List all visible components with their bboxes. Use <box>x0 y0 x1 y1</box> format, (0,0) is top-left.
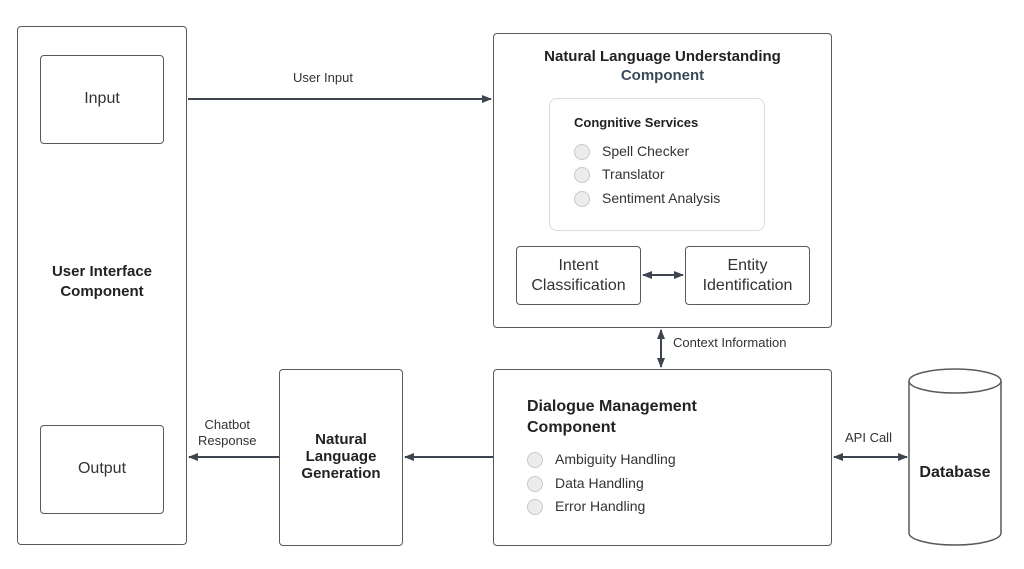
dm-title-line1: Dialogue Management <box>527 398 697 415</box>
dialogue-management-component <box>493 369 832 546</box>
error-handling-label: Error Handling <box>555 498 646 514</box>
cognitive-services-box <box>549 98 765 231</box>
ui-title: User Interface Component <box>17 262 187 302</box>
nlg-component <box>279 369 403 546</box>
database-label: Database <box>919 464 991 481</box>
spell-checker-bullet <box>574 144 590 160</box>
chatbot-line2: Response <box>198 433 257 448</box>
nlg-title: Natural Language Generation <box>279 431 403 482</box>
intent-classification-box <box>516 246 641 305</box>
intent-line2: Classification <box>531 277 626 294</box>
nlu-title-line1: Natural Language Understanding <box>544 48 781 65</box>
context-edge-label: Context Information <box>673 335 787 350</box>
sentiment-analysis-label: Sentiment Analysis <box>602 190 721 206</box>
dm-title: Dialogue Management Component <box>527 396 697 438</box>
error-handling-bullet <box>527 499 543 515</box>
cognitive-services-title: Congnitive Services <box>574 115 699 130</box>
intent-line1: Intent <box>558 257 599 274</box>
nlg-line1: Natural <box>315 431 367 448</box>
entity-identification-box <box>685 246 810 305</box>
spell-checker-label: Spell Checker <box>602 143 690 159</box>
api-call-edge-label: API Call <box>845 430 892 445</box>
output-label: Output <box>77 460 127 477</box>
dm-title-line2: Component <box>527 419 616 436</box>
entity-identification-label: Entity Identification <box>685 256 810 296</box>
chatbot-line1: Chatbot <box>204 417 251 432</box>
entity-line2: Identification <box>702 277 793 294</box>
nlu-title: Natural Language Understanding Component <box>493 47 832 85</box>
data-handling-bullet <box>527 476 543 492</box>
ambiguity-handling-bullet <box>527 452 543 468</box>
entity-line1: Entity <box>727 257 768 274</box>
nlg-line3: Generation <box>301 465 381 482</box>
ui-title-line2: Component <box>60 283 144 300</box>
input-label: Input <box>84 90 120 107</box>
nlg-line2: Language <box>305 448 377 465</box>
ui-title-line1: User Interface <box>51 263 153 280</box>
ambiguity-handling-label: Ambiguity Handling <box>555 451 676 467</box>
translator-label: Translator <box>602 166 665 182</box>
data-handling-label: Data Handling <box>555 475 644 491</box>
chatbot-response-edge-label: Chatbot Response <box>198 417 257 449</box>
nlu-title-line2: Component <box>620 67 705 84</box>
intent-classification-label: Intent Classification <box>516 256 641 296</box>
input-box <box>40 55 164 144</box>
sentiment-analysis-bullet <box>574 191 590 207</box>
output-box <box>40 425 164 514</box>
user-input-edge-label: User Input <box>293 70 353 85</box>
translator-bullet <box>574 167 590 183</box>
